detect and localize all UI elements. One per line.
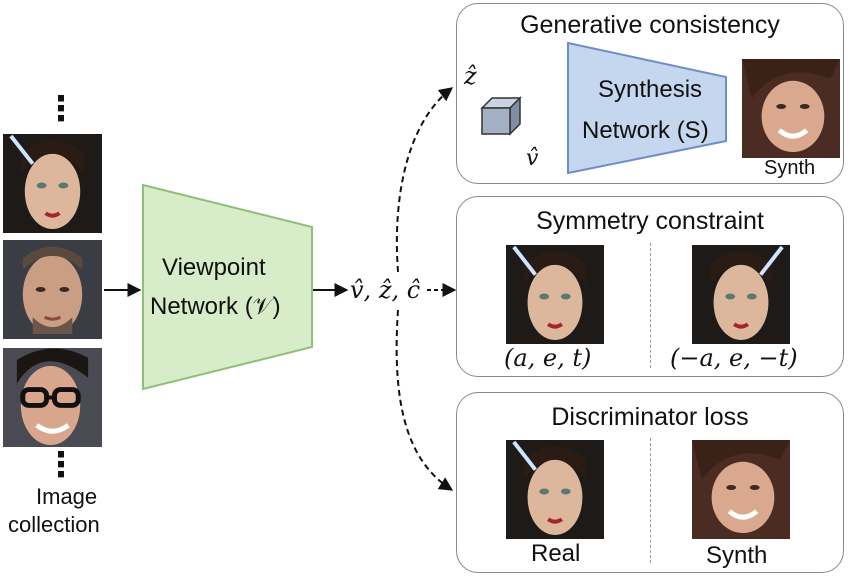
arrow-outputs-to-discriminator: [395, 309, 454, 491]
discriminator-synth-label: Synth: [706, 542, 768, 569]
collection-face-2: [3, 240, 102, 339]
outputs-label: v̂, ẑ, ĉ: [350, 276, 421, 304]
synth-label-generative: Synth: [764, 157, 816, 179]
v-hat-label: v̂: [526, 146, 539, 171]
synthesis-network-line1: Synthesis: [598, 76, 703, 103]
cube-icon: [480, 96, 522, 136]
collection-label-line2: collection: [8, 512, 100, 537]
collection-face-1: [3, 134, 102, 233]
symmetry-face-flipped: [692, 245, 790, 344]
z-hat-label: ẑ: [464, 62, 477, 90]
collection-dots-top: ⋮: [44, 90, 78, 128]
discriminator-face-synth: [692, 440, 790, 539]
symmetry-face-original: [506, 245, 604, 344]
discriminator-face-real: [506, 440, 604, 539]
collection-face-3: [3, 348, 102, 447]
discriminator-title: Discriminator loss: [551, 403, 749, 431]
viewpoint-network-line2: Network (𝒱): [150, 293, 281, 320]
synth-face-generative: [742, 59, 840, 158]
symmetry-title: Symmetry constraint: [536, 207, 764, 235]
synthesis-network-shape: [567, 41, 727, 175]
viewpoint-network-line1: Viewpoint: [162, 254, 266, 281]
discriminator-divider: [650, 438, 651, 563]
symmetry-caption-left: (a, e, t): [504, 344, 592, 372]
collection-dots-bottom: ⋮: [44, 446, 78, 484]
generative-title: Generative consistency: [520, 11, 780, 39]
symmetry-divider: [650, 243, 651, 368]
symmetry-caption-right: (−a, e, −t): [670, 344, 798, 372]
discriminator-real-label: Real: [531, 540, 581, 567]
arrow-outputs-to-generative: [395, 87, 454, 273]
viewpoint-network-shape: [142, 183, 313, 391]
collection-label-line1: Image: [36, 484, 98, 509]
synthesis-network-line2: Network (S): [582, 117, 709, 144]
